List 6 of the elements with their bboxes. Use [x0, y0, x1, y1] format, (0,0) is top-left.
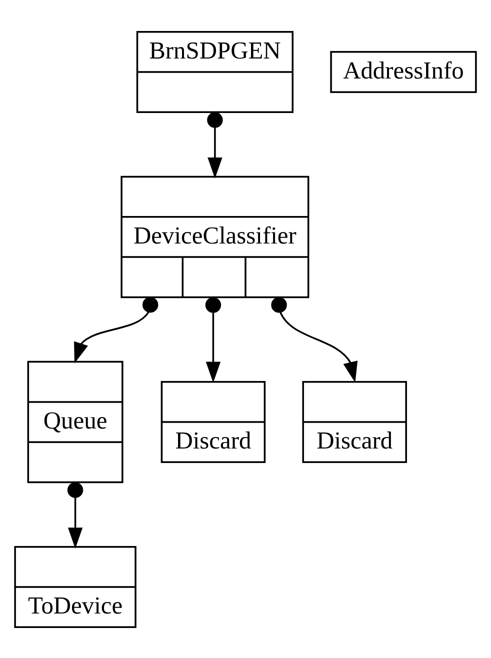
arrow: [67, 482, 84, 548]
arrow: [271, 296, 358, 382]
node-box: AddressInfo: [330, 50, 477, 92]
arrow: [74, 296, 158, 363]
arrow: [205, 296, 222, 382]
arrow: [207, 112, 223, 178]
